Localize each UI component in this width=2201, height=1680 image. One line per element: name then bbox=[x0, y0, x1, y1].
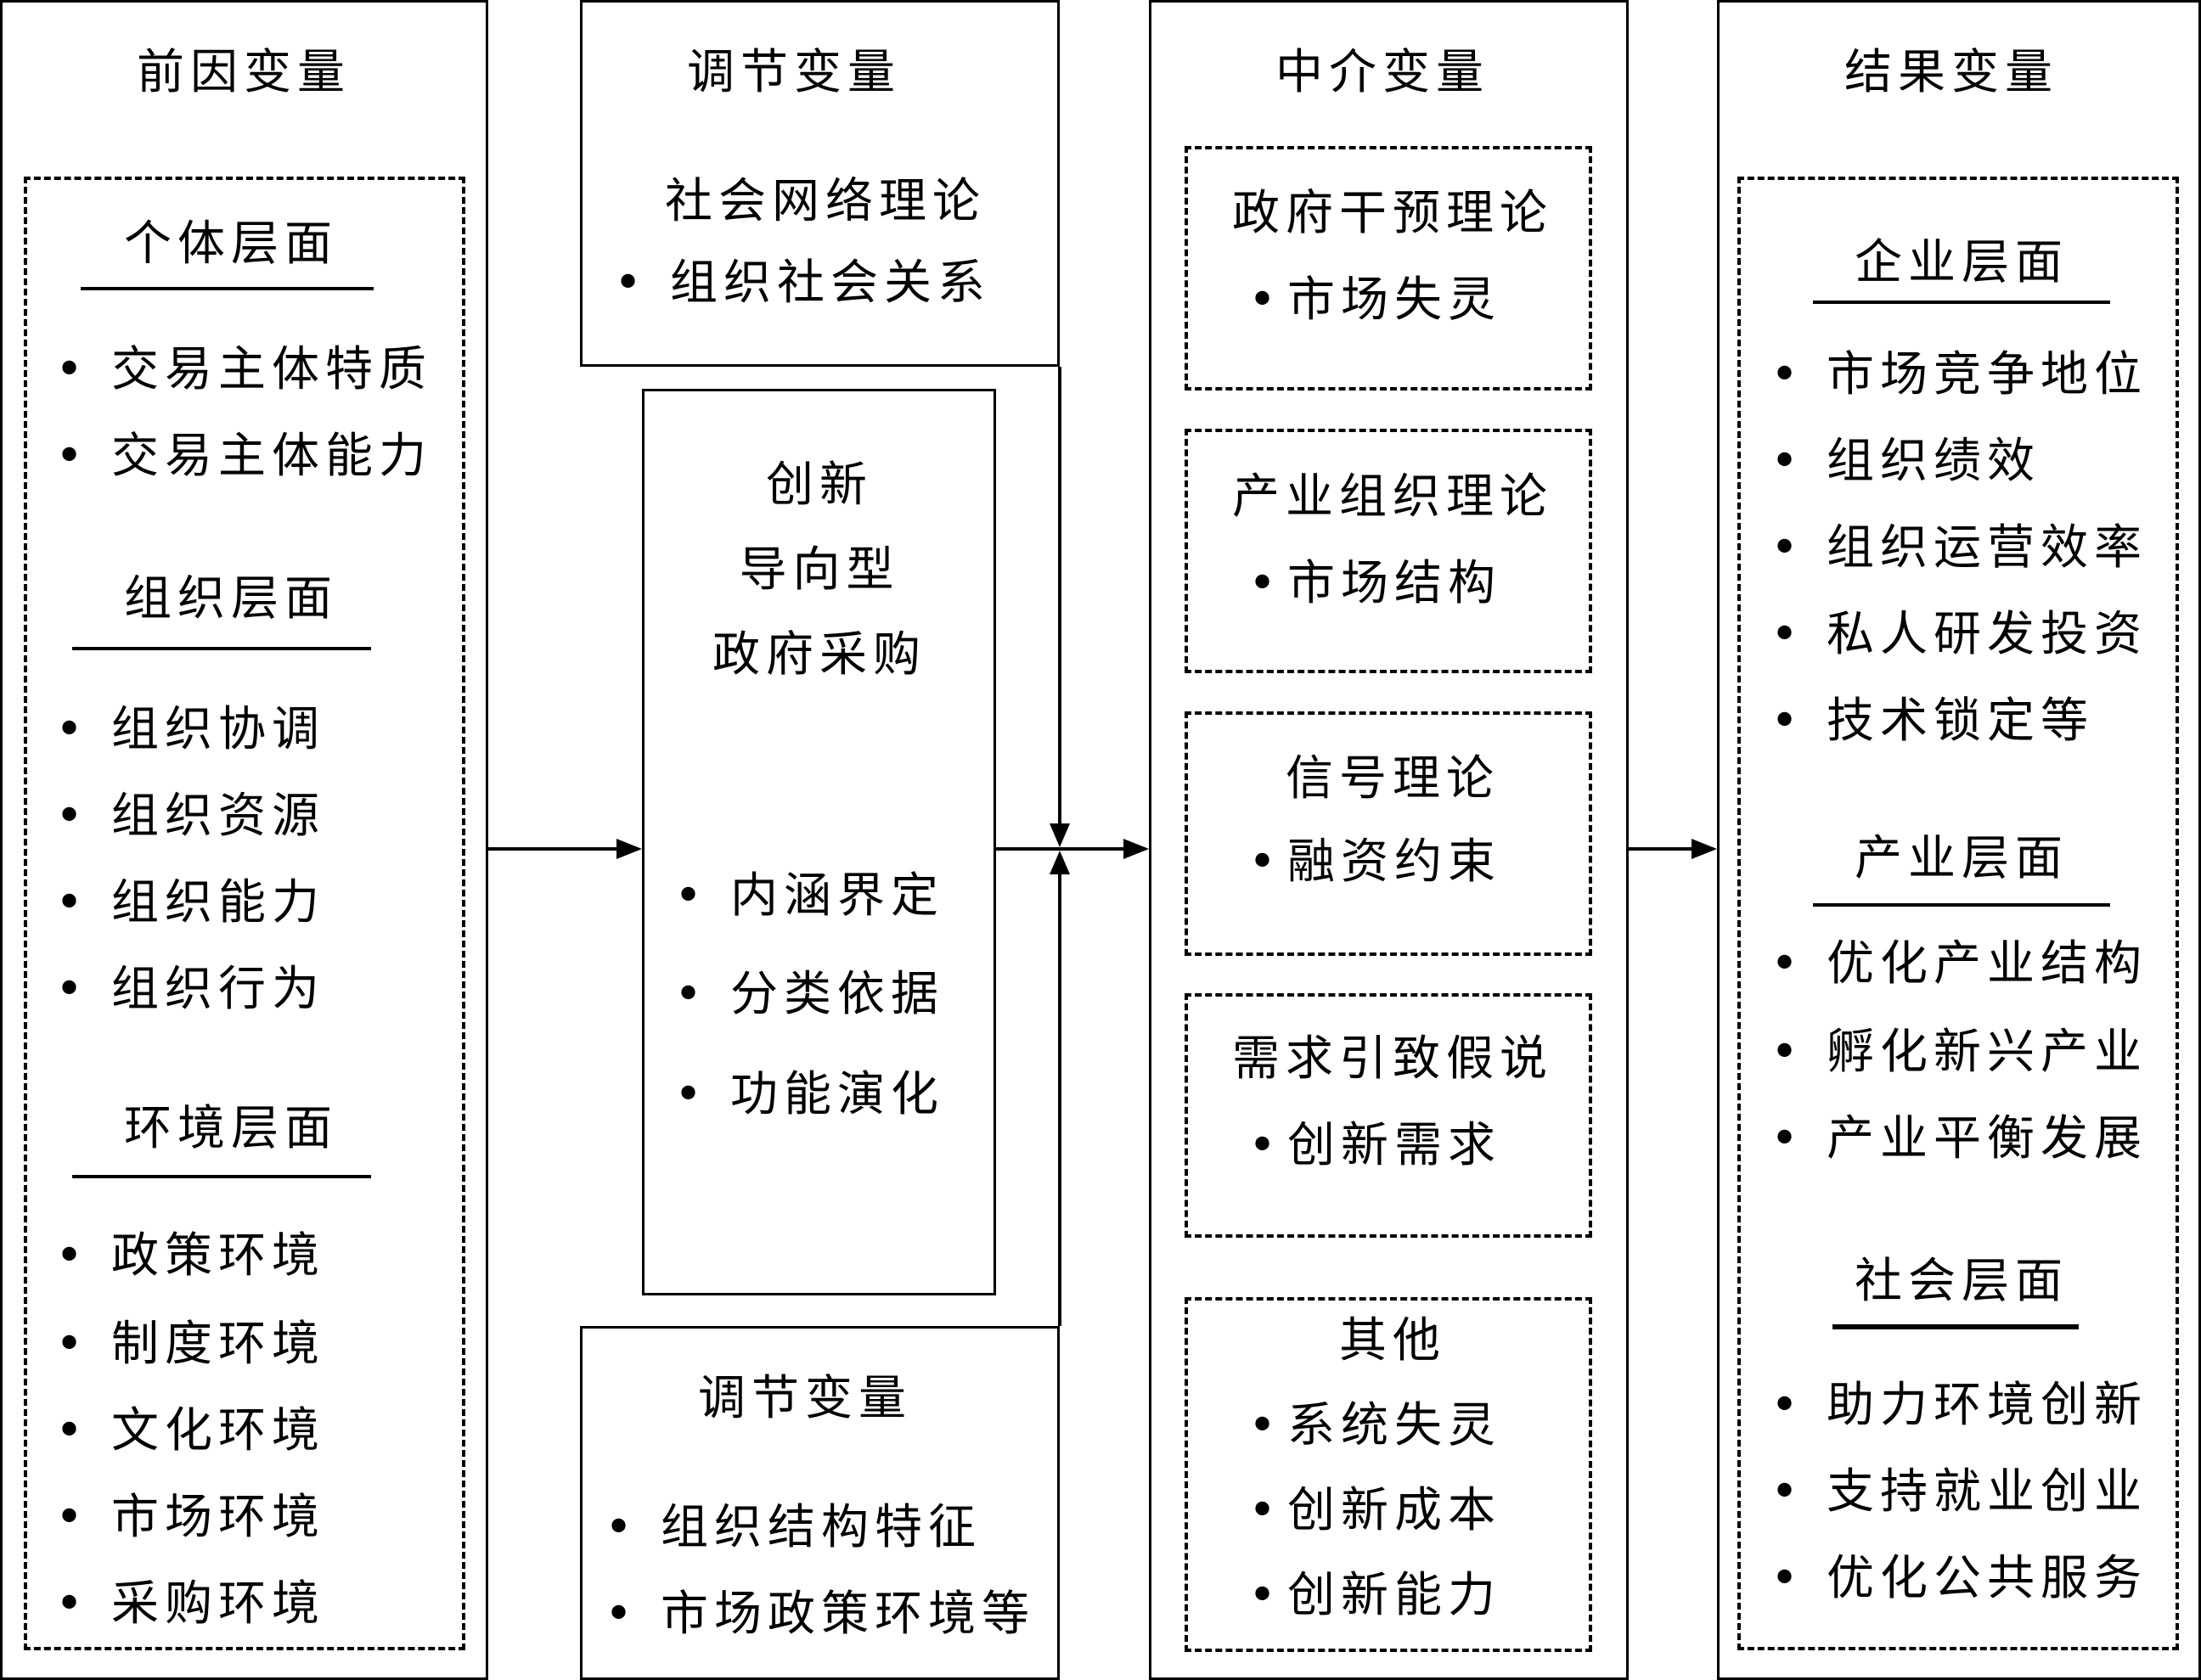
industry-level-heading: 产业层面 bbox=[1855, 831, 2069, 886]
industry-level-underline bbox=[1813, 903, 2110, 907]
enterprise-level-underline bbox=[1813, 301, 2110, 304]
outcome-item: 孵化新兴产业 bbox=[1770, 1029, 2148, 1076]
core-item: 内涵界定 bbox=[674, 873, 944, 920]
core-item: 分类依据 bbox=[674, 971, 944, 1019]
arrowhead-mediator-to-outcome bbox=[1692, 839, 1717, 859]
enterprise-level-heading: 企业层面 bbox=[1855, 235, 2069, 290]
outcome-item: 支持就业创业 bbox=[1770, 1469, 2148, 1516]
mediator-theory-box bbox=[1185, 711, 1592, 956]
outcome-item: 市场竞争地位 bbox=[1770, 351, 2148, 399]
outcome-item: 组织绩效 bbox=[1770, 438, 2041, 486]
arrowhead-moderator-bottom bbox=[1050, 851, 1070, 874]
antecedent-title: 前因变量 bbox=[137, 45, 351, 100]
antecedent-item: 组织协调 bbox=[55, 706, 325, 754]
mediator-theory-name: 其他 bbox=[1339, 1313, 1446, 1368]
arrowhead-antecedent-to-core bbox=[616, 839, 642, 859]
antecedent-item: 组织行为 bbox=[55, 966, 325, 1014]
antecedent-item: 采购环境 bbox=[55, 1581, 325, 1628]
moderator-bottom-item: 组织结构特征 bbox=[605, 1504, 982, 1552]
antecedent-item: 组织资源 bbox=[55, 793, 325, 840]
arrowhead-moderator-top bbox=[1050, 823, 1070, 847]
core-title-line: 政府采购 bbox=[712, 627, 926, 683]
core-item: 功能演化 bbox=[674, 1071, 944, 1119]
core-box bbox=[642, 389, 996, 1295]
mediator-title: 中介变量 bbox=[1275, 45, 1489, 100]
outcome-item: 产业平衡发展 bbox=[1770, 1115, 2148, 1163]
outcome-title: 结果变量 bbox=[1844, 45, 2058, 100]
mediator-theory-box bbox=[1185, 993, 1592, 1238]
mediator-theory-name: 政府干预理论 bbox=[1232, 186, 1553, 241]
antecedent-item: 政策环境 bbox=[55, 1233, 325, 1280]
moderator-top-title: 调节变量 bbox=[687, 45, 901, 100]
outcome-item: 技术锁定等 bbox=[1770, 698, 2094, 745]
mediator-theory-name: 信号理论 bbox=[1286, 751, 1500, 806]
mediator-theory-box bbox=[1185, 429, 1592, 673]
mediator-theory-item: 市场失灵 bbox=[1248, 277, 1501, 324]
arrowhead-core-to-mediator bbox=[1123, 839, 1149, 859]
mediator-theory-item: 融资约束 bbox=[1248, 839, 1501, 886]
antecedent-dashed-frame bbox=[24, 177, 465, 1650]
mediator-theory-box bbox=[1185, 1297, 1592, 1652]
organization-level-underline bbox=[72, 647, 371, 650]
mediator-theory-item: 创新需求 bbox=[1248, 1122, 1501, 1170]
social-network-theory: 社会网络理论 bbox=[665, 174, 986, 229]
society-level-heading: 社会层面 bbox=[1855, 1254, 2069, 1309]
antecedent-item: 市场环境 bbox=[55, 1494, 325, 1542]
mediator-theory-item: 系统失灵 bbox=[1248, 1402, 1501, 1450]
individual-level-heading: 个体层面 bbox=[124, 216, 338, 272]
antecedent-item: 组织能力 bbox=[55, 879, 325, 927]
moderator-bottom-item: 市场政策环境等 bbox=[605, 1591, 1035, 1638]
moderator-bottom-title: 调节变量 bbox=[698, 1371, 912, 1426]
outcome-item: 组织运营效率 bbox=[1770, 525, 2148, 572]
environment-level-underline bbox=[72, 1175, 371, 1178]
antecedent-item: 制度环境 bbox=[55, 1321, 325, 1368]
organization-level-heading: 组织层面 bbox=[124, 571, 338, 626]
moderator-top-item: 组织社会关系 bbox=[614, 260, 991, 307]
mediator-theory-box bbox=[1185, 146, 1592, 391]
mediator-theory-item: 创新能力 bbox=[1248, 1572, 1501, 1620]
antecedent-item: 交易主体能力 bbox=[55, 433, 432, 480]
individual-level-underline bbox=[81, 287, 374, 290]
outcome-item: 助力环境创新 bbox=[1770, 1382, 2148, 1430]
outcome-item: 优化公共服务 bbox=[1770, 1555, 2148, 1603]
society-level-underline bbox=[1832, 1324, 2079, 1329]
outcome-item: 优化产业结构 bbox=[1770, 941, 2148, 988]
mediator-theory-name: 产业组织理论 bbox=[1232, 469, 1553, 525]
antecedent-item: 交易主体特质 bbox=[55, 346, 432, 394]
environment-level-heading: 环境层面 bbox=[124, 1101, 338, 1156]
mediator-theory-item: 市场结构 bbox=[1248, 560, 1501, 608]
core-title-line: 导向型 bbox=[739, 542, 900, 598]
antecedent-item: 文化环境 bbox=[55, 1407, 325, 1455]
mediator-theory-name: 需求引致假说 bbox=[1232, 1031, 1553, 1087]
outcome-item: 私人研发投资 bbox=[1770, 611, 2148, 659]
mediator-theory-item: 创新成本 bbox=[1248, 1487, 1501, 1535]
outcome-dashed-frame bbox=[1737, 177, 2179, 1650]
core-title-line: 创新 bbox=[766, 458, 873, 513]
